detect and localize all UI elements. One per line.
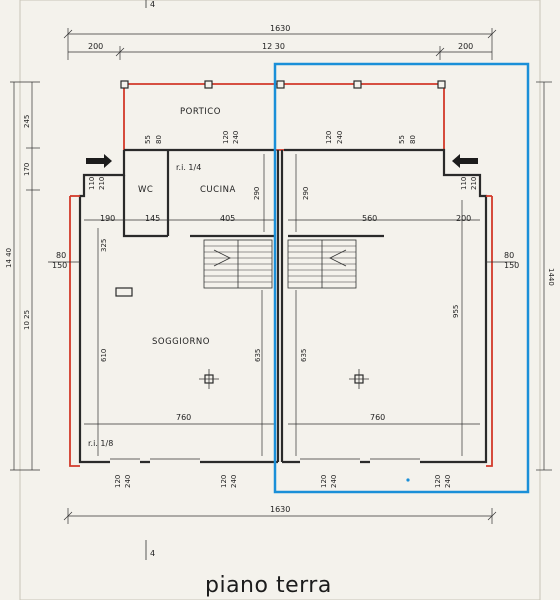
room-portico: PORTICO — [180, 107, 221, 117]
left-dimensions: 14 40 245 170 10 25 — [5, 81, 40, 471]
pillar-left — [199, 369, 219, 389]
dim-110-right: 110 — [460, 177, 468, 190]
dim-lower-1025: 10 25 — [23, 310, 31, 330]
dim-210-right: 210 — [470, 177, 478, 190]
entrance-arrows — [86, 154, 478, 168]
unit-highlight — [273, 62, 530, 494]
dim-portico-depth: 245 — [23, 115, 31, 128]
stairs-right — [287, 239, 357, 289]
dim-145: 145 — [145, 214, 160, 223]
dim-290-left: 290 — [253, 187, 261, 200]
dim-210-left: 210 — [98, 177, 106, 190]
portico: PORTICO — [120, 80, 446, 151]
dim-total-depth-left: 14 40 — [5, 248, 13, 268]
walls — [78, 148, 488, 464]
pillar-right — [349, 369, 369, 389]
dim-760-right: 760 — [370, 413, 385, 422]
dim-col-240-a: 240 — [232, 131, 240, 144]
dim-col-120-b: 120 — [325, 131, 333, 144]
portico-column-dims: 55 80 120 240 120 240 55 80 — [144, 131, 417, 144]
dim-col-55-right: 55 — [398, 135, 406, 144]
room-cucina: CUCINA — [200, 185, 236, 195]
internal-dims — [84, 154, 480, 456]
dim-col-240-b: 240 — [336, 131, 344, 144]
dim-b-240-b: 240 — [230, 475, 238, 488]
dim-b-120-a: 120 — [114, 475, 122, 488]
room-wc: WC — [138, 185, 153, 195]
note-ri-top: r.i. 1/4 — [176, 163, 201, 172]
dim-150-right: 150 — [504, 261, 519, 270]
dim-200: 200 — [456, 214, 471, 223]
dim-col-80-left: 80 — [155, 135, 163, 144]
dim-760-left: 760 — [176, 413, 191, 422]
dim-110-left: 110 — [88, 177, 96, 190]
dim-col-80-right: 80 — [409, 135, 417, 144]
dim-610: 610 — [100, 349, 108, 362]
room-soggiorno: SOGGIORNO — [152, 337, 210, 347]
section-mark-top: 4 — [150, 0, 155, 9]
highlight-dot — [406, 478, 410, 482]
dim-635-left: 635 — [254, 349, 262, 362]
note-ri-bottom: r.i. 1/8 — [88, 439, 113, 448]
dim-190: 190 — [100, 214, 115, 223]
dim-total-width: 1630 — [270, 24, 290, 33]
dim-side-left: 200 — [88, 42, 103, 51]
dim-405: 405 — [220, 214, 235, 223]
plan-caption: piano terra — [205, 573, 332, 598]
dim-b-240-c: 240 — [330, 475, 338, 488]
right-dimensions: 1440 — [536, 81, 555, 471]
dim-80-right: 80 — [504, 251, 514, 260]
bottom-column-dims: 120 240 120 240 120 240 120 240 — [114, 475, 452, 488]
dim-col-120-a: 120 — [222, 131, 230, 144]
dim-560: 560 — [362, 214, 377, 223]
dim-290-right: 290 — [302, 187, 310, 200]
dim-b-240-a: 240 — [124, 475, 132, 488]
dim-inner-width: 12 30 — [262, 42, 285, 51]
section-mark-bottom: 4 — [150, 549, 155, 558]
dim-b-120-c: 120 — [320, 475, 328, 488]
dim-150-left: 150 — [52, 261, 67, 270]
stairs-left — [203, 239, 273, 289]
dim-bottom-total: 1630 — [270, 505, 290, 514]
dim-325: 325 — [100, 239, 108, 252]
top-dimensions: 1630 12 30 200 200 — [63, 24, 497, 60]
dim-upper-170: 170 — [23, 163, 31, 176]
dim-col-55-left: 55 — [144, 135, 152, 144]
red-side-walls — [69, 195, 493, 467]
dim-b-120-d: 120 — [434, 475, 442, 488]
dim-total-depth-right: 1440 — [547, 268, 555, 286]
dim-80-left: 80 — [56, 251, 66, 260]
dim-635-right: 635 — [300, 349, 308, 362]
bottom-dimension: 1630 — [63, 505, 497, 524]
sheet-frame — [19, 0, 541, 600]
dim-b-120-b: 120 — [220, 475, 228, 488]
dim-955: 955 — [452, 305, 460, 318]
dim-side-right: 200 — [458, 42, 473, 51]
dim-b-240-d: 240 — [444, 475, 452, 488]
